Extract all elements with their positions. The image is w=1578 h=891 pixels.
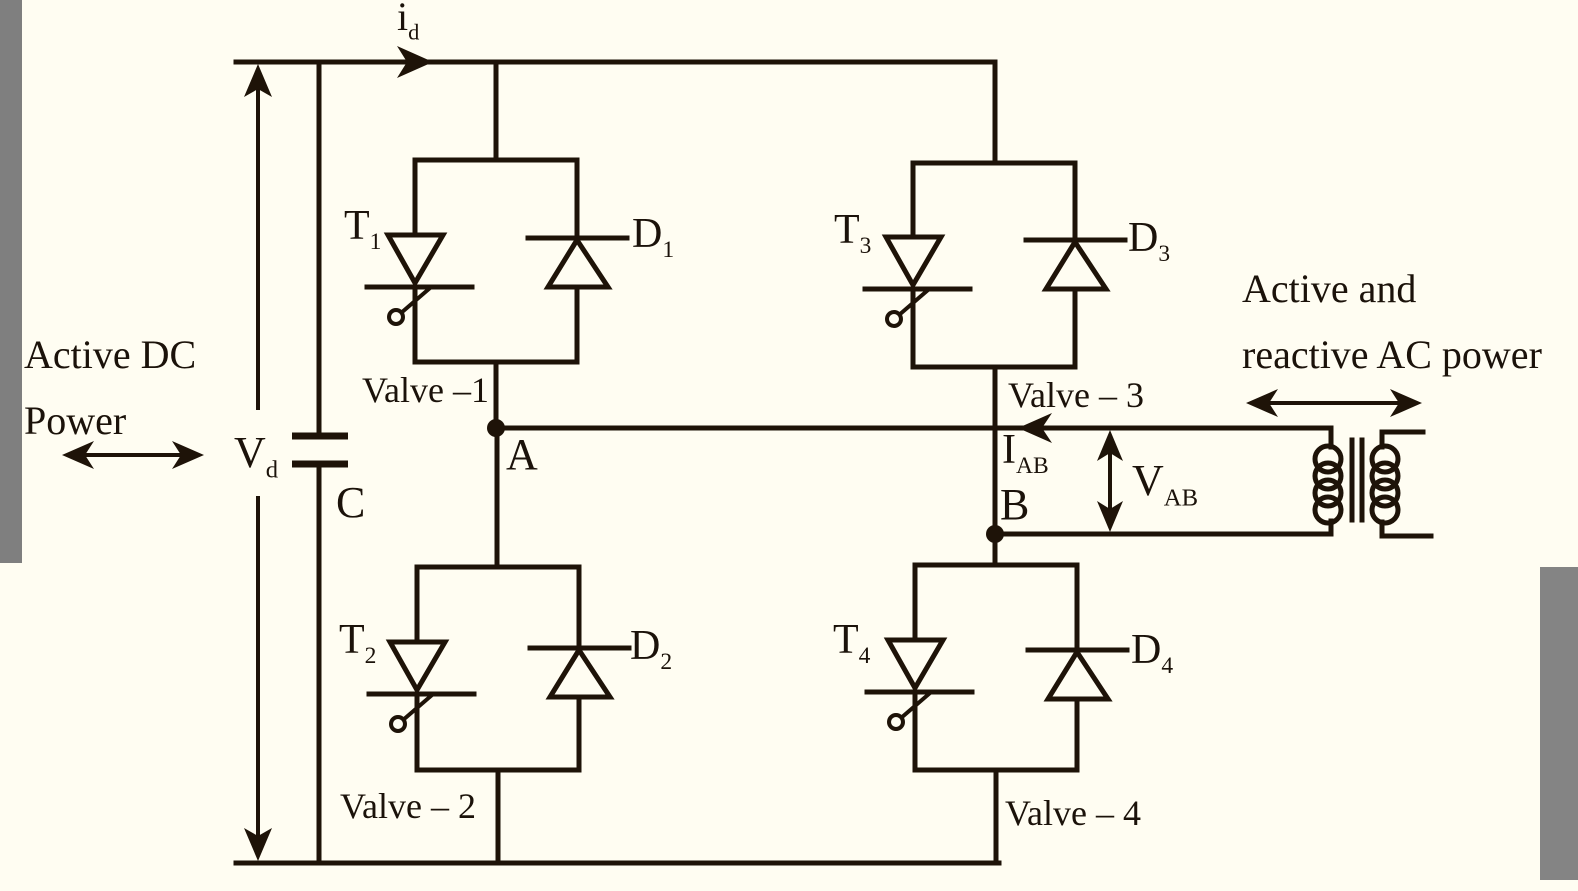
secondary-top-wire <box>1379 429 1426 450</box>
secondary-bottom-wire <box>1379 519 1434 539</box>
transformer-core <box>1349 437 1365 523</box>
thyristor-t2-gate-wire <box>401 693 434 722</box>
thyristor-t3-gate-wire <box>897 288 930 317</box>
thyristor-t3-gate-terminal <box>885 310 903 328</box>
id-current-arrow-icon <box>397 46 433 78</box>
diode-d2-label: D2 <box>630 623 673 675</box>
thyristor-t1-label: T1 <box>344 203 382 255</box>
ac-power-label: Active and reactive AC power <box>1242 266 1542 377</box>
node-a-to-transformer-wire <box>493 425 1334 450</box>
diode-d1-symbol <box>543 235 613 290</box>
node-b-label: B <box>1000 480 1030 529</box>
node-a-junction <box>487 419 505 437</box>
dc-power-arrow-right-icon <box>172 441 204 469</box>
thyristor-t4-gate-wire <box>899 691 932 720</box>
valve-2-group <box>366 425 632 866</box>
vab-arrow-up-icon <box>1097 430 1123 461</box>
dc-power-arrow-left-icon <box>62 441 94 469</box>
valve-3-label: Valve – 3 <box>1008 375 1144 415</box>
thyristor-t4-gate-terminal <box>887 713 905 731</box>
capacitor-plates <box>292 432 348 468</box>
node-b-to-transformer-wire <box>992 518 1334 537</box>
dc-voltage-label: Vd <box>234 428 279 484</box>
diode-d3-symbol <box>1041 237 1111 292</box>
ac-current-label: IAB <box>1002 427 1049 479</box>
valve-4-label: Valve – 4 <box>1005 793 1141 833</box>
node-b-junction <box>986 525 1004 543</box>
vd-arrow-up-icon <box>244 64 272 97</box>
iab-current-arrow-icon <box>1018 413 1052 443</box>
valve-4-group <box>864 562 1130 866</box>
transformer-symbol <box>1312 429 1434 539</box>
ac-side-group <box>487 389 1434 543</box>
ac-power-arrow-left-icon <box>1246 389 1278 417</box>
thyristor-t2-label: T2 <box>339 617 377 669</box>
vab-arrow-down-icon <box>1097 501 1123 532</box>
ac-power-arrow-right-icon <box>1390 389 1422 417</box>
diode-d2-symbol <box>545 645 615 700</box>
diode-d4-symbol <box>1043 647 1113 702</box>
thyristor-t3-label: T3 <box>834 207 872 259</box>
thyristor-t3-symbol <box>881 234 946 291</box>
thyristor-t1-symbol <box>383 232 448 289</box>
dc-link-group <box>62 46 1002 866</box>
capacitor-label: C <box>336 478 366 527</box>
thyristor-t4-symbol <box>883 637 948 694</box>
dc-current-label: id <box>397 0 420 45</box>
left-gray-bar <box>0 0 22 563</box>
ac-voltage-label: VAB <box>1132 456 1198 512</box>
diode-d4-label: D4 <box>1131 627 1174 679</box>
valve-2-label: Valve – 2 <box>340 786 476 826</box>
diode-d3-label: D3 <box>1128 215 1171 267</box>
diode-d1-label: D1 <box>632 211 675 263</box>
right-gray-bar <box>1540 567 1578 880</box>
node-a-label: A <box>506 430 538 479</box>
valve-1-box-wires <box>412 157 580 365</box>
valve-2-box-wires <box>414 564 582 773</box>
vd-arrow-down-icon <box>244 828 272 861</box>
valve-4-box-wires <box>912 562 1080 773</box>
valve-3-group <box>862 59 1128 568</box>
valve-1-group <box>364 59 630 431</box>
valve-1-label: Valve –1 <box>362 370 489 410</box>
thyristor-t2-symbol <box>385 639 450 696</box>
valve-3-box-wires <box>910 160 1078 370</box>
thyristor-t1-gate-terminal <box>387 308 405 326</box>
active-dc-power-label: Active DC Power <box>24 332 197 443</box>
thyristor-t4-label: T4 <box>833 617 871 669</box>
thyristor-t1-gate-wire <box>399 286 432 315</box>
thyristor-t2-gate-terminal <box>389 715 407 733</box>
